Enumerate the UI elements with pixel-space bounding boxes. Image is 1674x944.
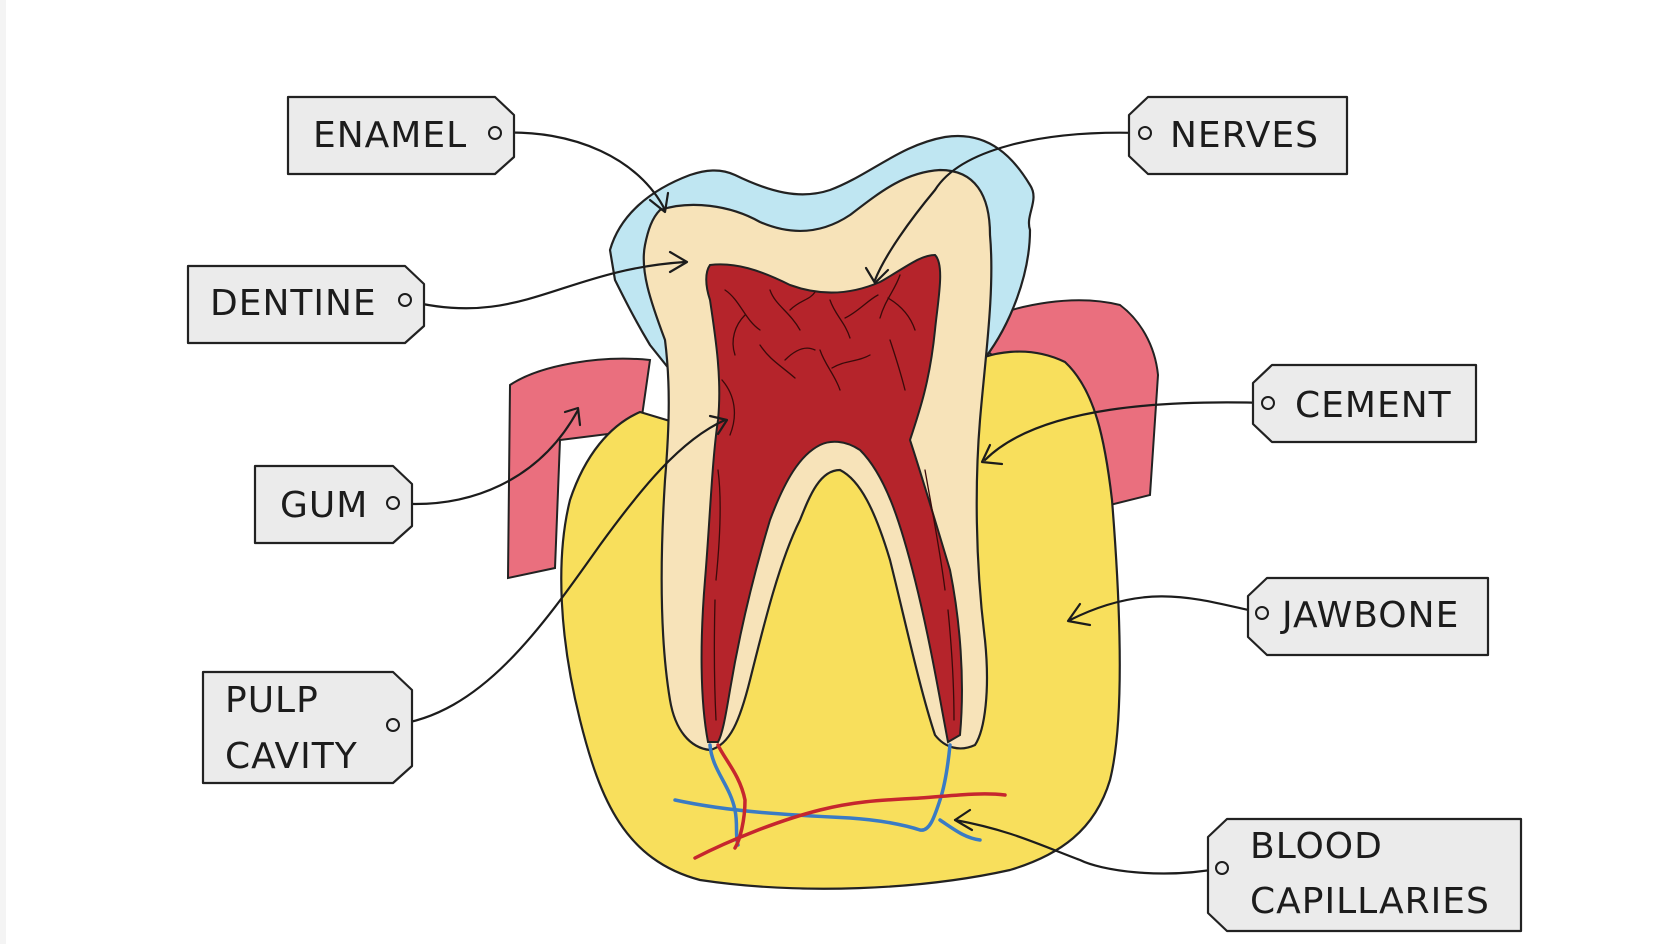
capillary-red-2 [693, 792, 1007, 860]
left-edge-strip [0, 0, 6, 944]
label-enamel-text: ENAMEL [313, 115, 467, 156]
label-gum-text: GUM [280, 485, 368, 526]
pulp-cavity [700, 253, 963, 744]
label-gum: GUM [253, 464, 414, 545]
pulp-branching-vessels [713, 274, 955, 721]
label-jawbone-text: JAWBONE [1280, 595, 1459, 636]
label-nerves-text: NERVES [1170, 115, 1319, 156]
label-capillaries-text: CAPILLARIES [1250, 881, 1490, 922]
label-dentine-text: DENTINE [210, 283, 377, 324]
blood-capillaries [673, 743, 1007, 860]
label-pulp-cavity: PULP CAVITY [201, 670, 414, 785]
label-blood-capillaries: BLOOD CAPILLARIES [1206, 817, 1523, 933]
label-pulp-text: PULP [225, 680, 319, 721]
gum-tissue [506, 357, 652, 580]
label-nerves: NERVES [1127, 95, 1349, 176]
label-enamel: ENAMEL [286, 95, 516, 176]
label-cavity-text: CAVITY [225, 736, 358, 777]
leader-lines [391, 131, 1270, 875]
capillary-blue-2 [673, 743, 952, 832]
capillary-blue-3 [938, 818, 982, 842]
label-dentine: DENTINE [186, 264, 426, 345]
label-jawbone: JAWBONE [1246, 576, 1490, 657]
label-blood-text: BLOOD [1250, 826, 1383, 867]
label-cement-text: CEMENT [1295, 385, 1452, 426]
label-cement: CEMENT [1251, 363, 1478, 444]
